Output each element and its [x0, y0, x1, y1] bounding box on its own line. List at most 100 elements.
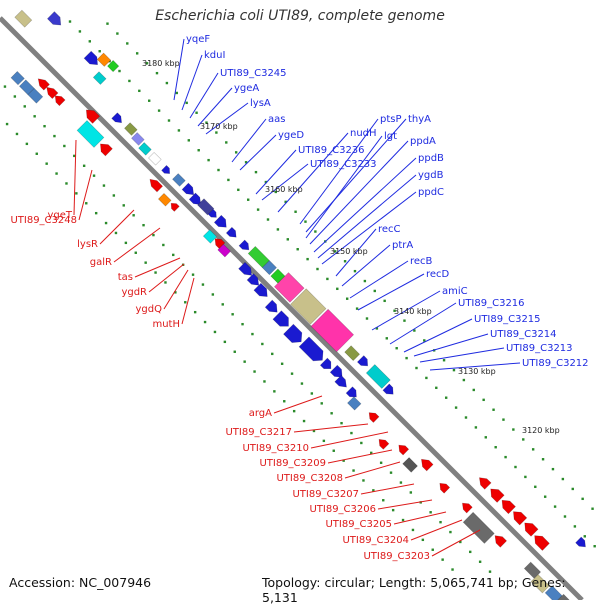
gene-feature: [107, 59, 120, 73]
tick-mark: [531, 448, 535, 451]
tick-mark: [375, 327, 379, 330]
tick-mark: [300, 382, 304, 385]
gene-feature: [524, 522, 539, 537]
tick-mark: [326, 277, 329, 281]
leader-line: [410, 519, 463, 541]
forward-gene-label: UTI89_C3213: [506, 343, 573, 354]
leader-line: [273, 395, 323, 414]
gene-feature: [534, 535, 550, 551]
tick-mark: [234, 151, 238, 154]
leader-line: [341, 244, 391, 287]
tick-mark: [264, 180, 268, 184]
tick-mark: [147, 99, 151, 102]
tick-mark: [362, 479, 365, 482]
tick-mark: [114, 231, 118, 235]
gene-feature: [37, 78, 50, 91]
tick-mark: [478, 560, 482, 563]
forward-gene-label: ppdA: [410, 136, 436, 147]
tick-mark: [469, 550, 472, 554]
tick-mark: [512, 428, 515, 431]
reverse-gene-label: ygdR: [121, 287, 147, 298]
tick-mark: [391, 508, 395, 512]
tick-mark: [342, 459, 345, 462]
gene-feature: [261, 260, 277, 276]
tick-mark: [395, 347, 398, 350]
tick-mark: [312, 429, 316, 433]
forward-gene-label: recC: [378, 224, 401, 235]
leader-line: [73, 139, 77, 216]
tick-mark: [389, 471, 393, 474]
tick-mark: [296, 248, 299, 251]
tick-mark: [45, 162, 48, 165]
gene-feature: [27, 87, 44, 104]
tick-mark: [462, 378, 466, 382]
tick-mark: [314, 230, 317, 233]
tick-mark: [233, 350, 236, 353]
tick-mark: [306, 257, 309, 261]
tick-mark: [488, 570, 492, 573]
gene-feature: [272, 310, 289, 327]
tick-mark: [332, 449, 335, 452]
tick-mark: [363, 279, 367, 283]
tick-mark: [379, 461, 383, 464]
tick-mark: [290, 372, 294, 375]
leader-line: [393, 511, 447, 525]
leader-line: [313, 157, 417, 253]
gene-feature: [319, 357, 332, 370]
reverse-gene-label: UTI89_C3209: [259, 458, 326, 469]
gene-feature: [207, 208, 217, 218]
tick-mark: [102, 184, 106, 187]
tick-mark: [286, 238, 289, 241]
tick-mark: [320, 402, 323, 405]
tick-mark: [185, 101, 188, 105]
tick-mark: [261, 342, 264, 346]
tick-mark: [452, 368, 456, 372]
gene-feature: [197, 198, 215, 216]
forward-gene-label: ppdB: [418, 153, 444, 164]
tick-mark: [441, 558, 444, 561]
gene-feature: [131, 132, 145, 146]
tick-mark: [263, 380, 266, 383]
ruler-label: 3140 kbp: [394, 307, 432, 316]
tick-mark: [145, 62, 149, 65]
tick-mark: [201, 283, 205, 286]
leader-line: [255, 149, 297, 195]
tick-mark: [184, 301, 187, 304]
tick-mark: [112, 194, 116, 197]
leader-line: [181, 54, 203, 111]
gene-feature: [462, 511, 495, 544]
tick-mark: [514, 465, 517, 469]
gene-feature: [345, 386, 357, 398]
leader-line: [360, 483, 415, 495]
tick-mark: [164, 281, 167, 284]
tick-mark: [353, 269, 357, 273]
tick-mark: [472, 388, 475, 392]
tick-mark: [425, 376, 428, 380]
tick-mark: [165, 81, 169, 85]
genome-summary: Topology: circular; Length: 5,065,741 bp…: [262, 575, 566, 605]
reverse-gene-label: ygdQ: [136, 304, 163, 315]
tick-mark: [197, 149, 200, 152]
tick-mark: [162, 243, 165, 247]
gene-feature: [149, 178, 164, 193]
gene-feature: [575, 536, 586, 548]
ruler-label: 3120 kbp: [522, 426, 560, 435]
gene-feature: [92, 71, 107, 85]
gene-feature: [161, 164, 171, 174]
tick-mark: [177, 129, 181, 132]
tick-mark: [203, 320, 207, 324]
forward-gene-label: ptrA: [392, 240, 413, 251]
tick-mark: [53, 134, 56, 138]
gene-feature: [439, 482, 451, 494]
gene-feature: [290, 288, 327, 325]
tick-mark: [256, 208, 260, 211]
gene-feature: [253, 282, 268, 297]
tick-mark: [122, 204, 125, 207]
forward-gene-label: UTI89_C3236: [298, 145, 365, 156]
gene-feature: [368, 412, 380, 423]
tick-mark: [459, 540, 462, 544]
tick-mark: [106, 22, 109, 25]
